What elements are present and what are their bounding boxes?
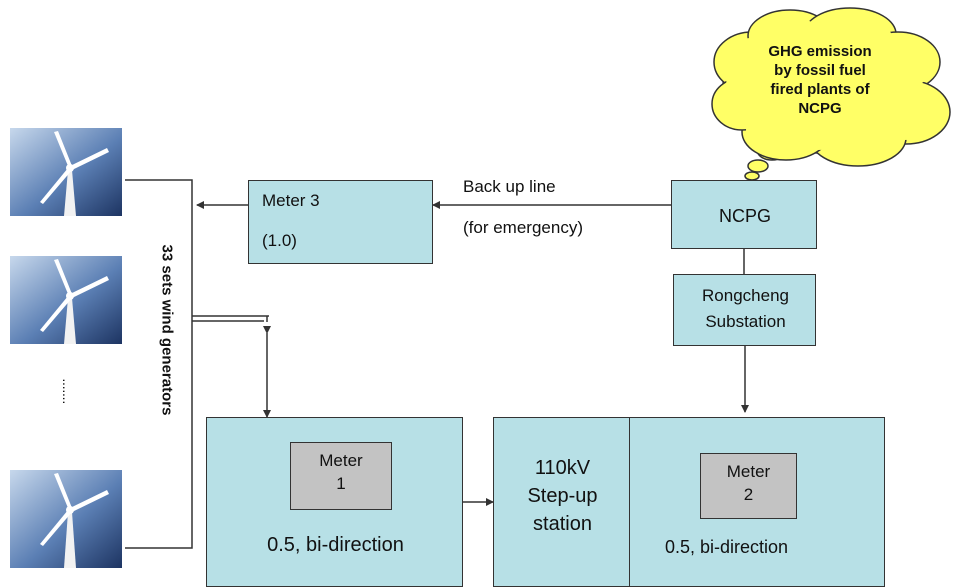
wind-turbine-icon-3 [10,470,122,568]
meter2-line-2: 2 [743,485,754,504]
connector-lines [125,179,749,549]
substation-box: Rongcheng Substation [673,274,816,346]
meter3-box: Meter 3 (1.0) [248,180,433,264]
backup-line-note: (for emergency) [463,218,583,237]
wind-turbine-icon-1 [10,128,122,216]
cloud-line-4: NCPG [798,100,842,117]
stepup-line-3: station [533,513,592,535]
meter2-line-1: Meter [726,462,771,481]
meter1-line-2: 1 [336,474,346,493]
turbine-ellipsis: ······· [57,378,73,404]
cloud-text: GHG emission by fossil fuel fired plants… [760,42,880,118]
stepup-box: 110kV Step-up station [493,417,630,587]
wind-turbine-icon [10,470,122,568]
stepup-label: 110kV Step-up station [494,454,631,538]
cloud-line-1: GHG emission [768,43,872,60]
meter1-spec: 0.5, bi-direction [267,534,404,556]
stepup-line-2: Step-up [527,485,598,507]
meter3-title: Meter 3 [262,191,320,210]
meter2-box: Meter 2 [700,453,797,519]
meter1-box: Meter 1 [290,442,392,510]
wind-turbine-icon-2 [10,256,122,344]
meter1-line-1: Meter [319,451,363,470]
substation-line-2: Substation [705,312,786,331]
substation-line-1: Rongcheng [702,286,789,305]
meter1-block: Meter 1 0.5, bi-direction [206,417,463,587]
ncpg-box: NCPG [671,180,817,249]
emission-cloud [711,7,951,181]
ncpg-label: NCPG [718,206,771,226]
wind-farm-label: 33 sets wind generators [158,244,176,416]
meter3-value: (1.0) [262,231,297,250]
cloud-line-2: by fossil fuel [774,62,866,79]
wind-turbine-icon [10,256,122,344]
backup-line-label: Back up line [463,177,556,196]
meter2-block: Meter 2 0.5, bi-direction [629,417,885,587]
meter2-spec: 0.5, bi-direction [665,537,789,557]
wind-farm-bracket [125,179,193,549]
stepup-line-1: 110kV [534,457,591,479]
cloud-line-3: fired plants of [770,81,870,98]
wind-turbine-icon [10,128,122,216]
diagram-canvas: GHG emission by fossil fuel fired plants… [10,7,951,587]
